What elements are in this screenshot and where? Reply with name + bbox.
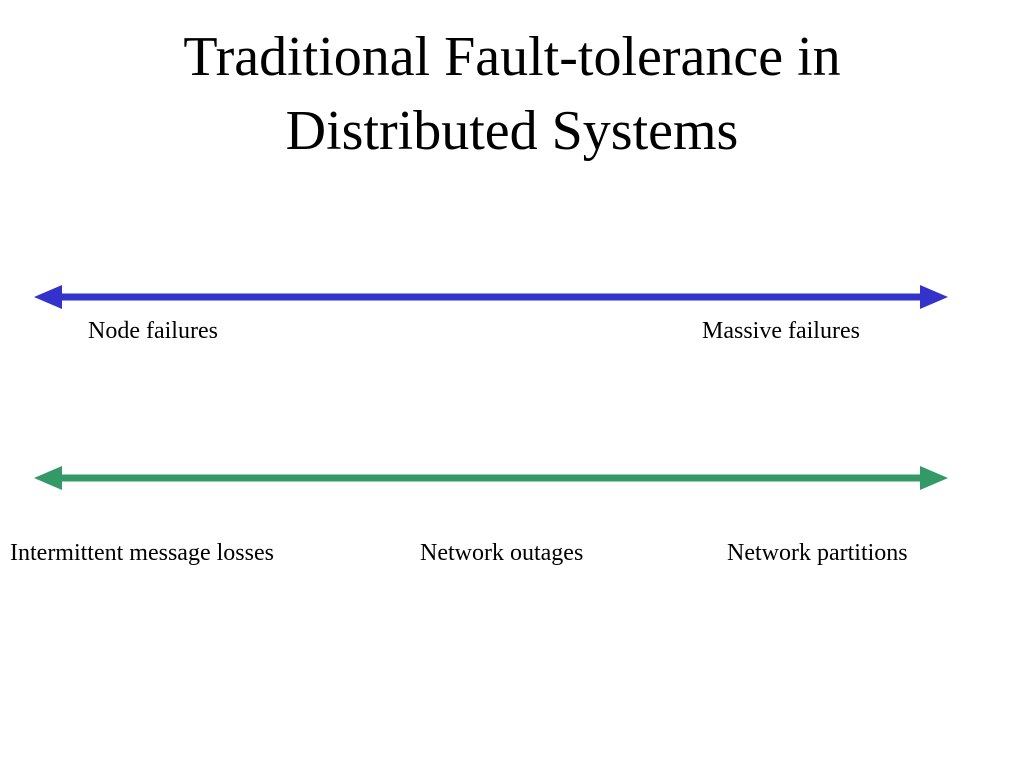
massive-failures-label: Massive failures (702, 318, 860, 344)
slide-title: Traditional Fault-tolerance in Distribut… (0, 20, 1024, 168)
node-failures-label: Node failures (88, 318, 218, 344)
network-failure-spectrum-arrow (34, 466, 948, 490)
slide-title-line-1: Traditional Fault-tolerance in (183, 26, 841, 88)
network-partitions-label: Network partitions (727, 540, 908, 566)
node-spectrum-right-arrowhead (920, 285, 948, 309)
intermittent-message-losses-label: Intermittent message losses (10, 540, 274, 566)
slide-title-line-2: Distributed Systems (285, 100, 739, 162)
network-outages-label: Network outages (420, 540, 584, 566)
node-spectrum-left-arrowhead (34, 285, 62, 309)
network-spectrum-left-arrowhead (34, 466, 62, 490)
network-spectrum-right-arrowhead (920, 466, 948, 490)
node-failure-spectrum-arrow (34, 285, 948, 309)
